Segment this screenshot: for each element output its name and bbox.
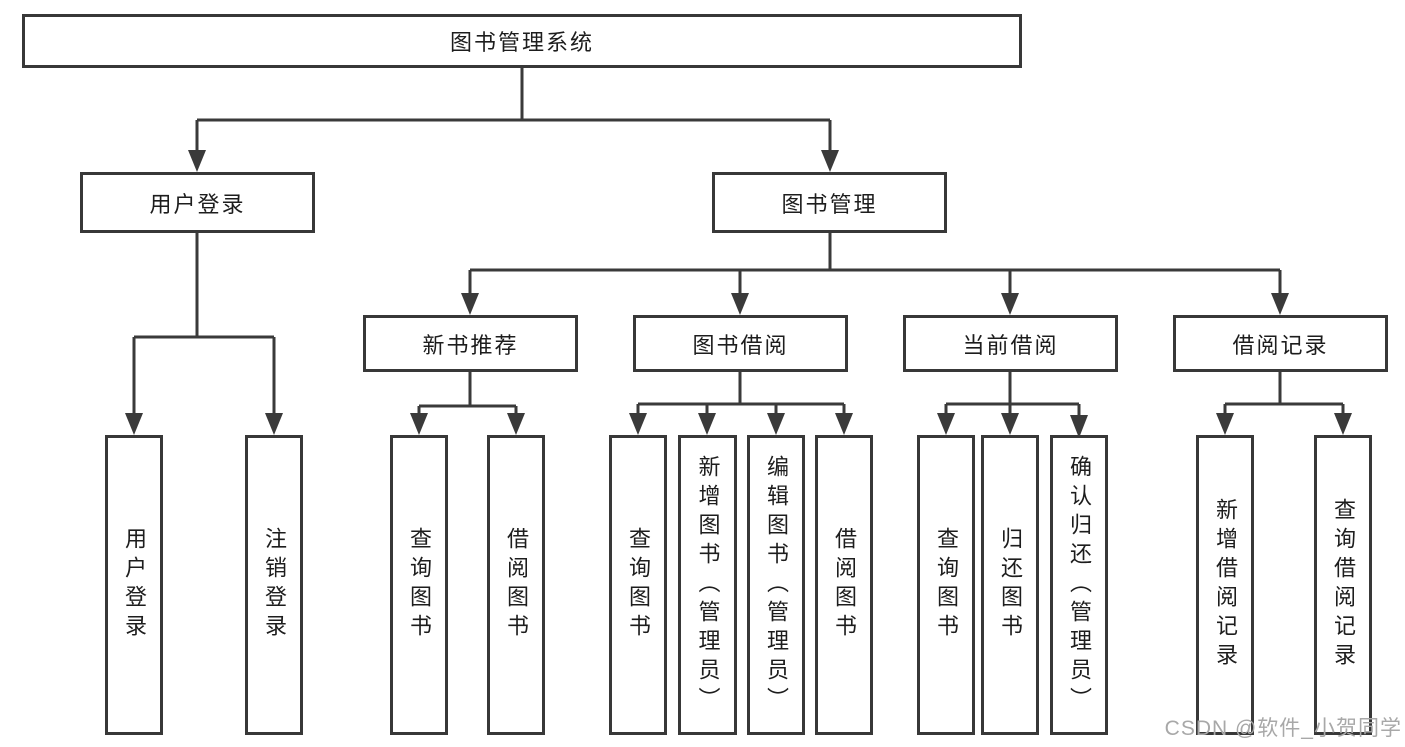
node-label: 编辑图书（管理员） (764, 454, 789, 716)
node-label: 图书管理 (781, 191, 878, 217)
node-library-management-system: 图书管理系统 (22, 14, 1022, 68)
node-label: 图书管理系统 (449, 30, 594, 55)
leaf-borrow-books: 借阅图书 (815, 435, 873, 735)
leaf-query-borrow-record: 查询借阅记录 (1314, 435, 1372, 735)
node-label: 用户登录 (149, 191, 246, 217)
leaf-query-books-borrowing: 查询图书 (609, 435, 667, 735)
node-label: 新书推荐 (422, 332, 519, 358)
node-new-book-recommendation: 新书推荐 (363, 315, 578, 372)
node-label: 查询图书 (626, 527, 651, 643)
watermark: CSDN @软件_小贺同学 (1164, 717, 1402, 740)
leaf-edit-book-admin: 编辑图书（管理员） (747, 435, 805, 735)
node-label: 注销登录 (262, 527, 287, 643)
node-label: 用户登录 (122, 527, 147, 643)
leaf-logout-login: 注销登录 (245, 435, 303, 735)
node-label: 查询借阅记录 (1331, 498, 1356, 672)
leaf-add-book-admin: 新增图书（管理员） (678, 435, 737, 735)
leaf-query-books-recommend: 查询图书 (390, 435, 448, 735)
leaf-query-books-current: 查询图书 (917, 435, 975, 735)
node-label: 归还图书 (998, 527, 1023, 643)
node-label: 查询图书 (407, 527, 432, 643)
node-borrowing-records: 借阅记录 (1173, 315, 1388, 372)
node-label: 借阅记录 (1232, 332, 1329, 358)
node-book-management: 图书管理 (712, 172, 947, 233)
node-label: 图书借阅 (692, 332, 789, 358)
node-current-borrowing: 当前借阅 (903, 315, 1118, 372)
node-label: 新增图书（管理员） (695, 454, 721, 716)
leaf-confirm-return-admin: 确认归还（管理员） (1050, 435, 1108, 735)
leaf-user-login: 用户登录 (105, 435, 163, 735)
node-label: 确认归还（管理员） (1067, 454, 1092, 716)
node-user-login: 用户登录 (80, 172, 315, 233)
node-label: 新增借阅记录 (1213, 498, 1238, 672)
node-label: 查询图书 (934, 527, 959, 643)
node-book-borrowing: 图书借阅 (633, 315, 848, 372)
node-label: 借阅图书 (504, 527, 529, 643)
leaf-borrow-books-recommend: 借阅图书 (487, 435, 545, 735)
leaf-add-borrow-record: 新增借阅记录 (1196, 435, 1254, 735)
leaf-return-books: 归还图书 (981, 435, 1039, 735)
node-label: 当前借阅 (962, 332, 1059, 358)
node-label: 借阅图书 (832, 527, 857, 643)
